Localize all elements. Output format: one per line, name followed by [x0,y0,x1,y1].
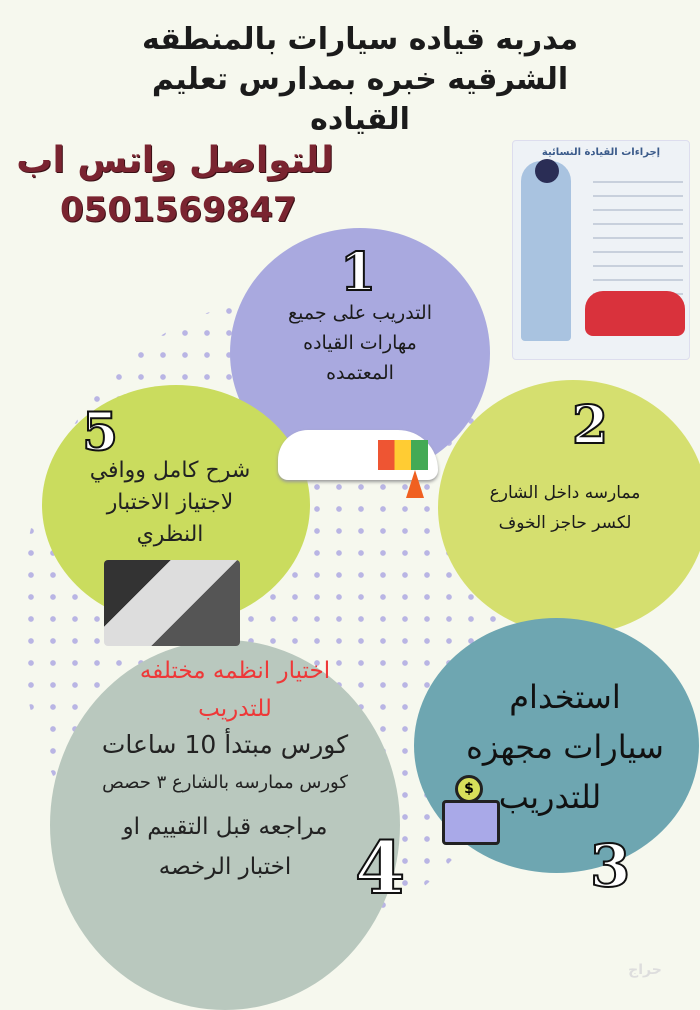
text-line: لاجتياز الاختبار [106,490,234,515]
step-2-number: 2 [571,394,609,457]
wallet-icon [442,800,500,845]
step-5-number: 5 [81,401,119,464]
title-line: القياده [310,102,410,137]
text-line: لكسر حاجز الخوف [498,513,632,533]
text-line: شرح كامل ووافي [89,458,251,483]
text-line: للتدريب [498,778,602,816]
text-line: اختيار انظمه مختلفه [139,658,331,684]
text-line: مراجعه قبل التقييم او [122,814,328,840]
red-car [585,291,685,336]
step-2-text: ممارسه داخل الشارع لكسر حاجز الخوف [450,478,680,538]
step-1-text: التدريب على جميع مهارات القياده المعتمده [250,298,470,388]
text-line: سيارات مجهزه [466,728,664,766]
text-line: للتدريب [198,696,272,722]
coin-icon: $ [455,775,483,803]
procedure-list [593,169,683,299]
training-car-image [278,410,443,498]
infographic-image: إجراءات القيادة النسائية [512,140,690,360]
step-4-text: كورس مبتدأ 10 ساعات كورس ممارسه بالشارع … [60,725,390,887]
step-4-circle [50,640,400,1010]
page-title: مدربه قياده سيارات بالمنطقه الشرقيه خبره… [120,20,600,140]
step-1-number: 1 [339,241,377,304]
officer-figure [521,161,571,341]
title-line: الشرقيه خبره بمدارس تعليم [151,62,569,97]
text-line: اختبار الرخصه [158,854,292,880]
step-3-text: استخدام سيارات مجهزه للتدريب [440,672,690,822]
watermark: حراج [628,962,662,978]
title-line: مدربه قياده سيارات بالمنطقه [141,22,579,57]
text-line: كورس ممارسه بالشارع ٣ حصص [102,772,348,793]
text-line: المعتمده [326,362,394,384]
phone-number[interactable]: 0501569847 [60,190,297,230]
text-line: النظري [136,522,204,547]
step-3-number: 3 [589,831,631,901]
text-line: كورس مبتدأ 10 ساعات [101,730,349,759]
text-line: ممارسه داخل الشارع [489,483,641,503]
step-4-number: 4 [354,824,406,911]
text-line: مهارات القياده [303,332,417,354]
infographic-title: إجراءات القيادة النسائية [541,147,661,158]
step-5-text: شرح كامل ووافي لاجتياز الاختبار النظري [55,455,285,551]
whatsapp-label: للتواصل واتس اب [16,140,334,181]
officer-hat [535,159,559,183]
text-line: التدريب على جميع [287,302,432,324]
classroom-photo [104,560,240,646]
step-4-highlight: اختيار انظمه مختلفه للتدريب [100,652,370,728]
step-2-circle [438,380,700,635]
text-line: استخدام [509,678,621,716]
